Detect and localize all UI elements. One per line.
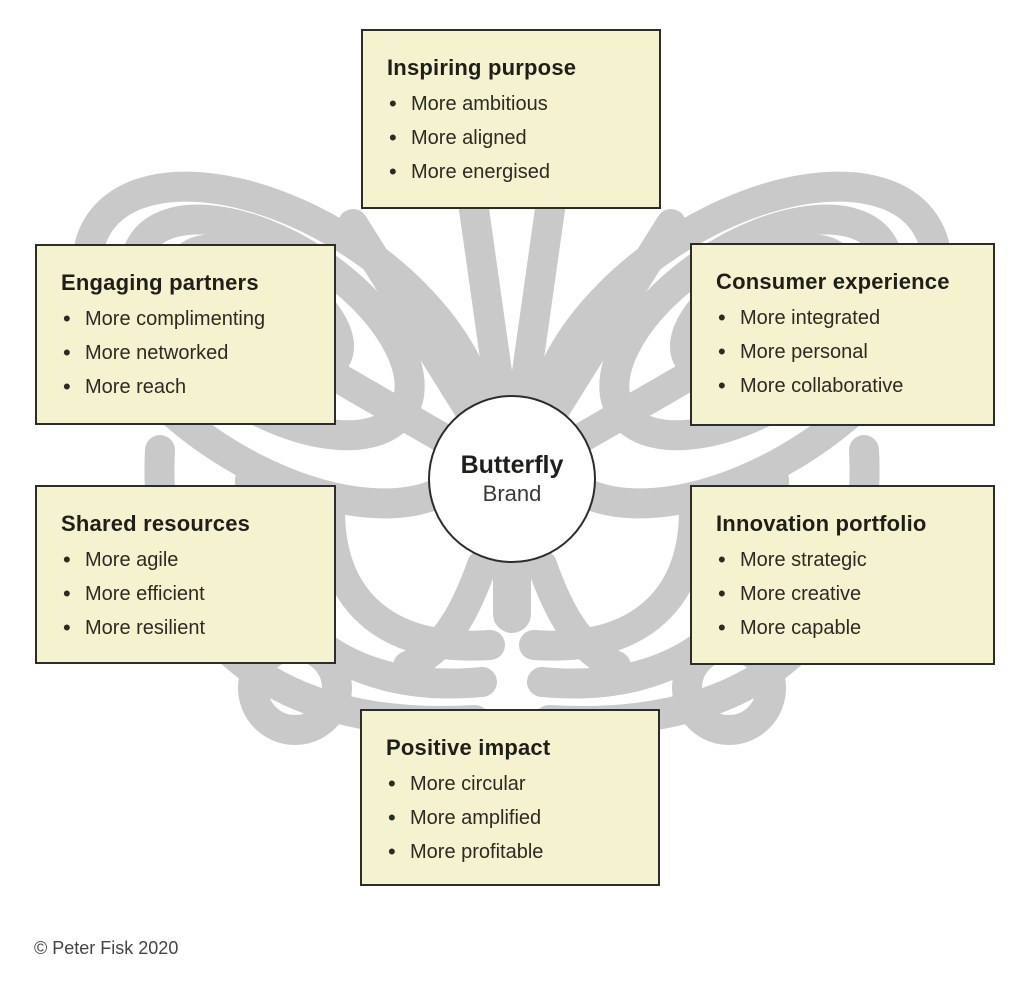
bullet-item: More efficient <box>61 583 310 605</box>
bullet-item: More ambitious <box>387 93 635 115</box>
bullet-item: More energised <box>387 161 635 183</box>
bullet-item: More capable <box>716 617 969 639</box>
copyright-note: © Peter Fisk 2020 <box>34 938 179 958</box>
bullet-item: More collaborative <box>716 375 969 397</box>
center-subtitle: Brand <box>482 481 542 507</box>
card-inspiring-purpose: Inspiring purpose More ambitious More al… <box>361 29 661 209</box>
card-title: Shared resources <box>61 511 251 536</box>
card-bullet-list: More ambitious More aligned More energis… <box>387 93 635 183</box>
card-shared-resources: Shared resources More agile More efficie… <box>35 485 336 664</box>
bullet-item: More networked <box>61 342 310 364</box>
card-innovation-portfolio: Innovation portfolio More strategic More… <box>690 485 995 665</box>
bullet-item: More reach <box>61 376 310 398</box>
bullet-item: More circular <box>386 773 634 795</box>
center-circle: Butterfly Brand <box>428 395 596 563</box>
bullet-item: More resilient <box>61 617 310 639</box>
card-bullet-list: More integrated More personal More colla… <box>716 307 969 397</box>
card-title: Positive impact <box>386 735 551 760</box>
card-bullet-list: More agile More efficient More resilient <box>61 549 310 639</box>
card-engaging-partners: Engaging partners More complimenting Mor… <box>35 244 336 425</box>
bullet-item: More integrated <box>716 307 969 329</box>
bullet-item: More amplified <box>386 807 634 829</box>
bullet-item: More complimenting <box>61 308 310 330</box>
card-title: Consumer experience <box>716 269 950 294</box>
bullet-item: More profitable <box>386 841 634 863</box>
card-bullet-list: More circular More amplified More profit… <box>386 773 634 863</box>
bullet-item: More agile <box>61 549 310 571</box>
card-title: Engaging partners <box>61 270 259 295</box>
bullet-item: More aligned <box>387 127 635 149</box>
card-positive-impact: Positive impact More circular More ampli… <box>360 709 660 886</box>
card-bullet-list: More strategic More creative More capabl… <box>716 549 969 639</box>
center-title: Butterfly <box>460 451 564 480</box>
card-consumer-experience: Consumer experience More integrated More… <box>690 243 995 426</box>
bullet-item: More personal <box>716 341 969 363</box>
card-title: Inspiring purpose <box>387 55 577 80</box>
card-title: Innovation portfolio <box>716 511 927 536</box>
bullet-item: More creative <box>716 583 969 605</box>
card-bullet-list: More complimenting More networked More r… <box>61 308 310 398</box>
bullet-item: More strategic <box>716 549 969 571</box>
